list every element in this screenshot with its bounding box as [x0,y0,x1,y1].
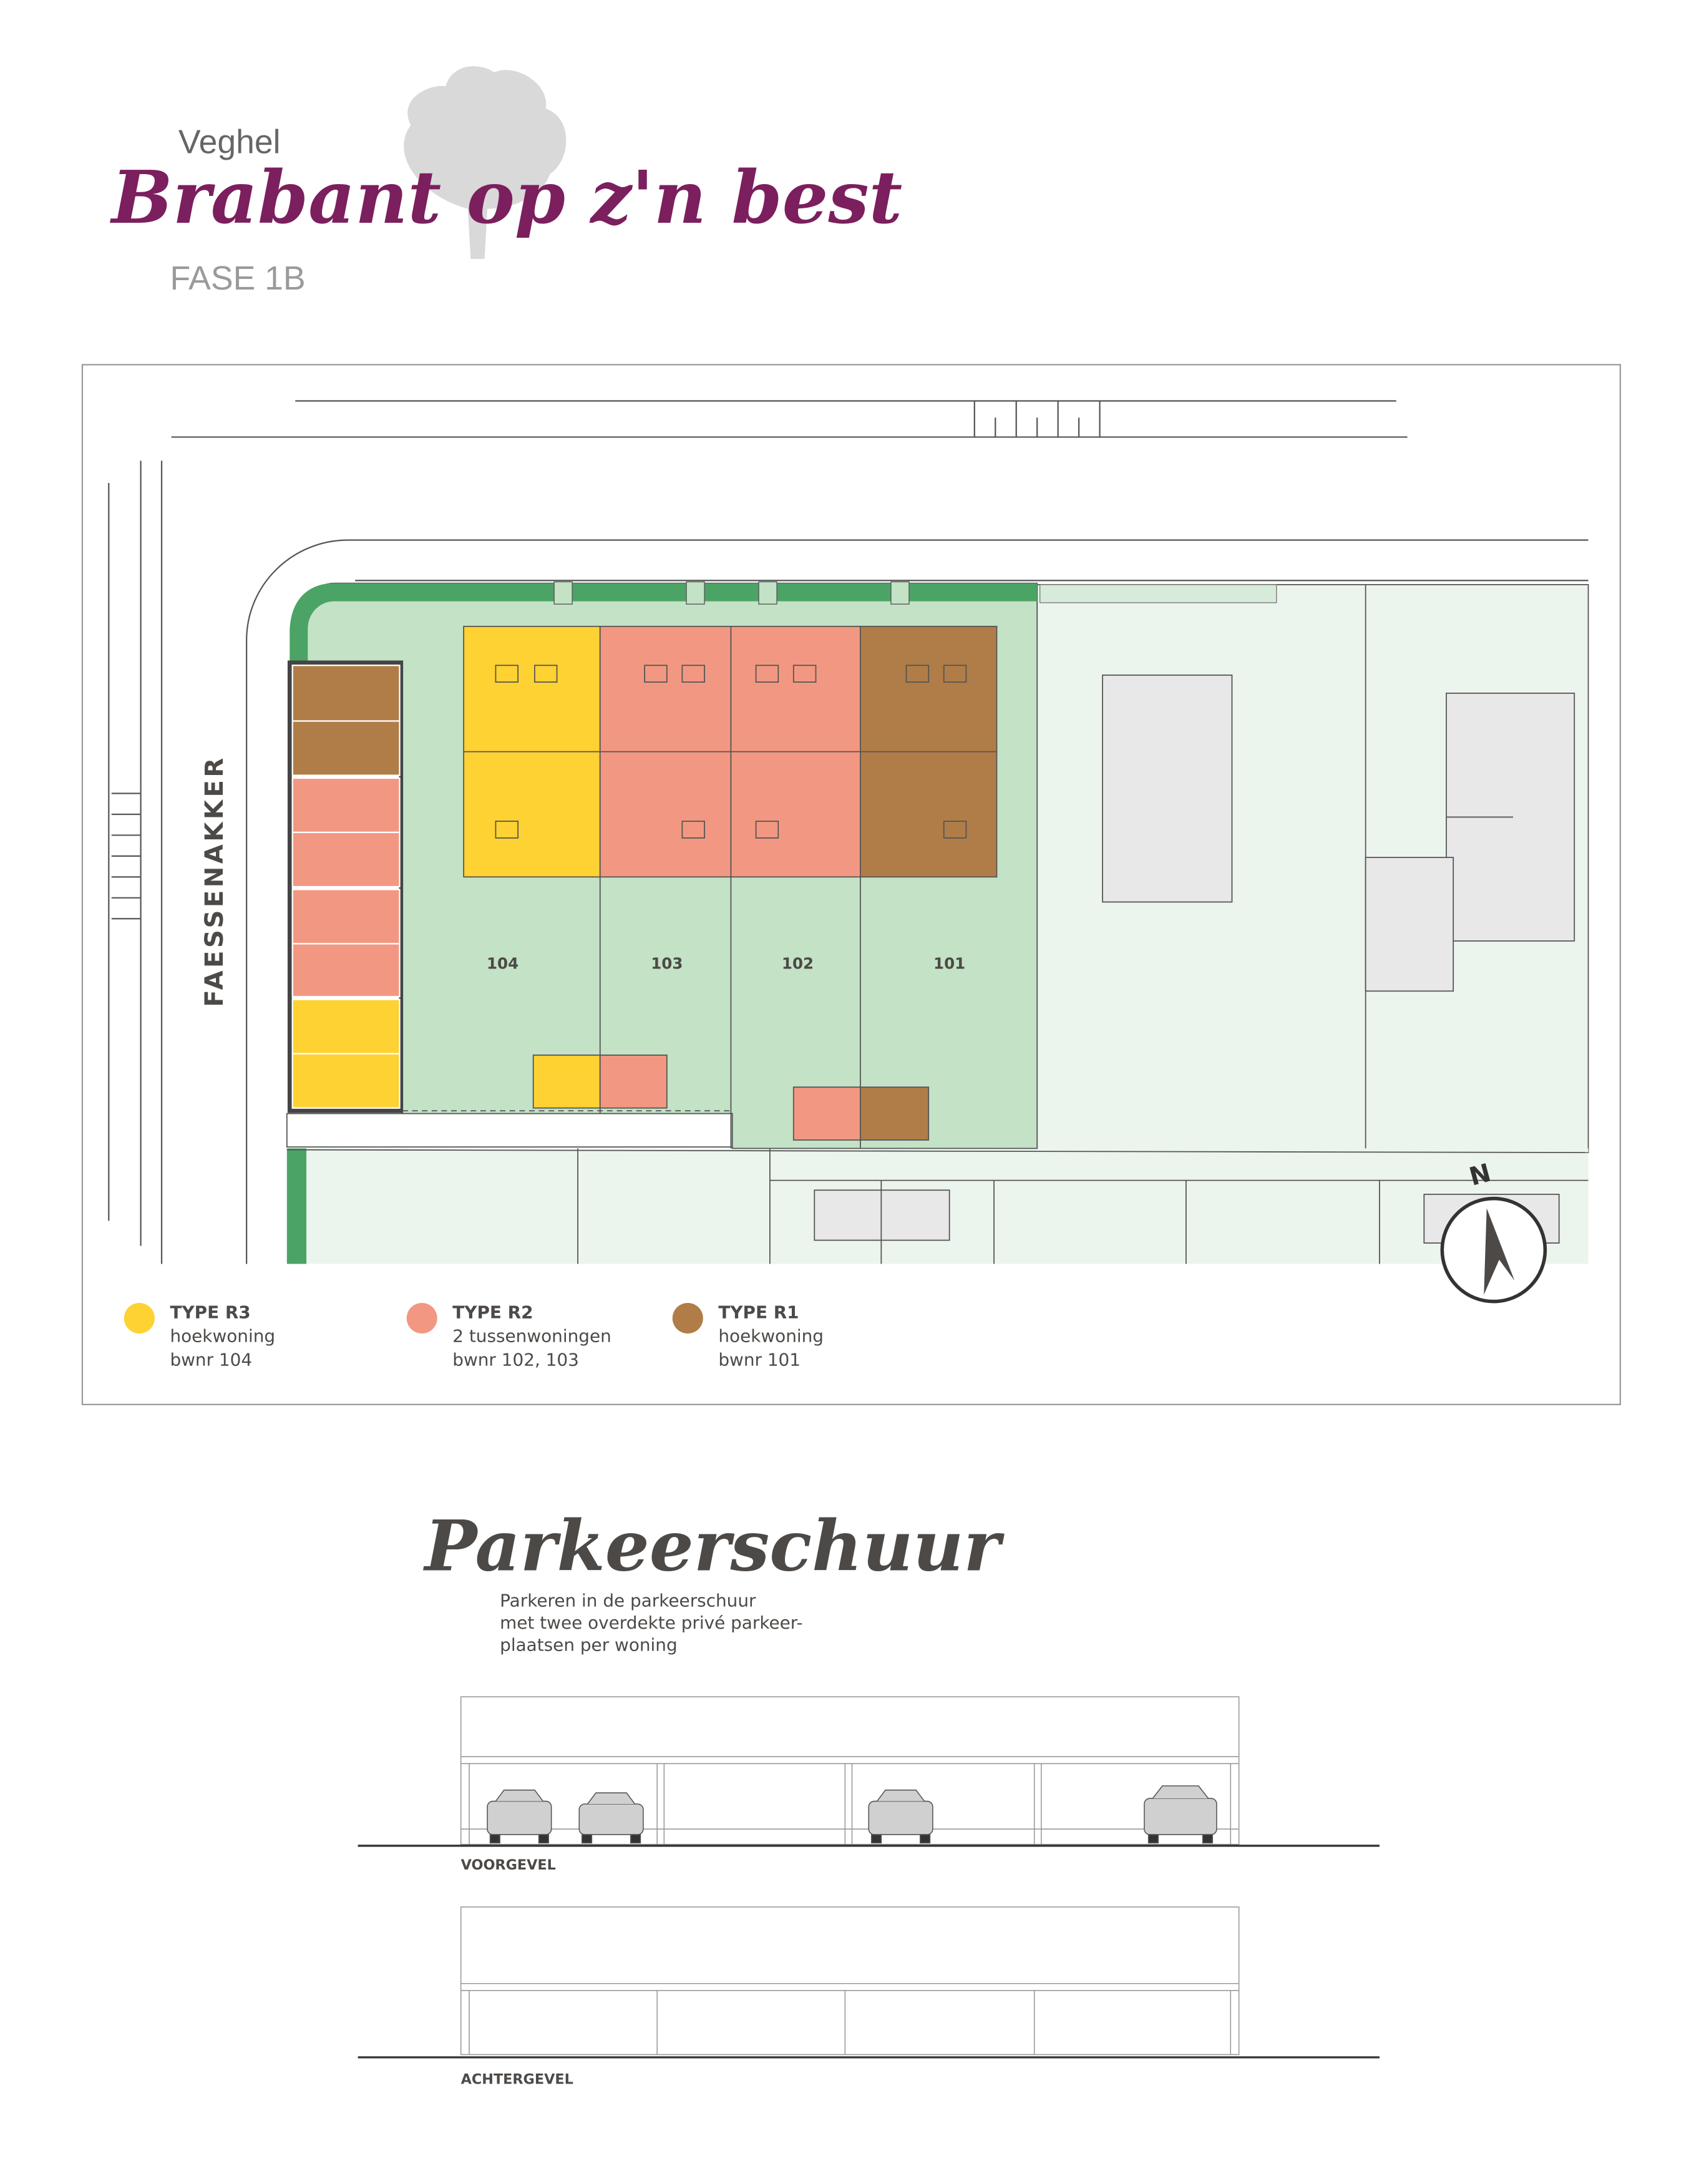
brand-name: Brabant op z'n best [110,155,903,240]
svg-text:hoekwoning: hoekwoning [170,1325,275,1346]
lot-number: 101 [933,955,965,973]
car-icon [487,1789,552,1844]
neighbour-building [1102,675,1233,903]
road-lines [108,400,1589,1264]
parking-section: Parkeerschuur Parkeren in de parkeerschu… [358,1505,1380,2087]
back-elevation [460,1906,1240,2055]
phase-label: FASE 1B [170,260,305,297]
front-elevation-label: VOORGEVEL [461,1857,556,1873]
street-label: FAESSENAKKER [200,755,229,1007]
parking-desc: plaatsen per woning [500,1635,678,1655]
car-icon [1144,1785,1217,1844]
svg-text:bwnr 102, 103: bwnr 102, 103 [452,1349,579,1370]
svg-text:bwnr 101: bwnr 101 [718,1349,801,1370]
parking-title: Parkeerschuur [423,1505,1005,1587]
lot-number: 104 [487,955,519,973]
neighbour-building [1365,857,1454,992]
back-elevation-label: ACHTERGEVEL [461,2071,573,2087]
lot-number: 103 [651,955,683,973]
front-elevation [460,1696,1240,1845]
city-name: Veghel [178,124,281,160]
parking-desc: Parkeren in de parkeerschuur [500,1590,756,1611]
car-icon [578,1792,644,1844]
svg-text:hoekwoning: hoekwoning [718,1325,824,1346]
svg-text:bwnr 104: bwnr 104 [170,1349,252,1370]
houses [463,625,998,878]
legend-item-r1: TYPE R1 hoekwoning bwnr 101 [672,1302,824,1370]
svg-text:TYPE R2: TYPE R2 [452,1302,533,1322]
legend-item-r2: TYPE R2 2 tussenwoningen bwnr 102, 103 [406,1302,611,1370]
parking-desc: met twee overdekte privé parkeer- [500,1612,802,1633]
logo: Veghel Brabant op z'n best FASE 1B [110,66,903,297]
site-plan: 104 103 102 101 FAESSENAKKER N TYPE R3 h… [81,364,1621,1405]
legend: TYPE R3 hoekwoning bwnr 104 TYPE R2 2 tu… [124,1302,824,1370]
parking-shed-plan [287,660,404,1113]
svg-text:TYPE R1: TYPE R1 [718,1302,799,1322]
car-icon [868,1789,933,1844]
legend-item-r3: TYPE R3 hoekwoning bwnr 104 [124,1302,275,1370]
svg-text:TYPE R3: TYPE R3 [170,1302,250,1322]
hedge [290,583,1038,661]
svg-text:2 tussenwoningen: 2 tussenwoningen [452,1325,611,1346]
tree-icon [404,66,567,259]
lot-number: 102 [782,955,814,973]
